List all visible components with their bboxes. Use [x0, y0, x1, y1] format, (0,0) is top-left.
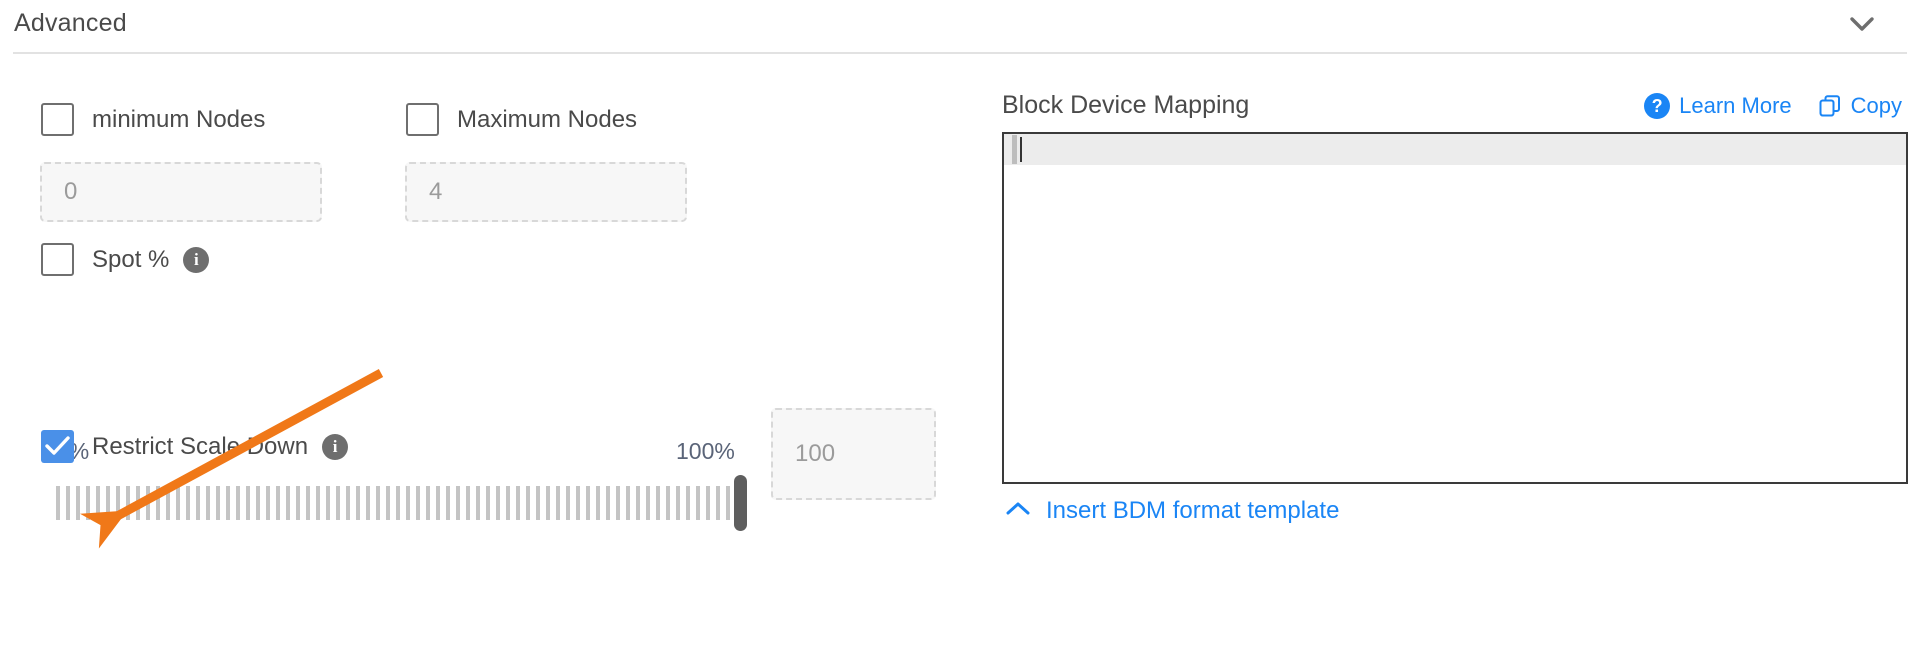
minimum-nodes-label: minimum Nodes: [92, 105, 266, 133]
spot-percent-slider-thumb[interactable]: [734, 475, 747, 531]
minimum-nodes-row: minimum Nodes: [41, 103, 265, 136]
spot-percent-label: Spot %: [92, 245, 170, 273]
chevron-up-icon: [1004, 497, 1032, 525]
minimum-nodes-input-value: 0: [64, 178, 78, 205]
advanced-section-header[interactable]: Advanced: [0, 0, 1920, 54]
maximum-nodes-checkbox[interactable]: [406, 103, 439, 136]
block-device-mapping-panel: Block Device Mapping ? Learn More Copy: [990, 53, 1920, 656]
slider-max-label: 100%: [676, 438, 735, 464]
editor-active-line: [1004, 134, 1906, 165]
insert-bdm-template-label: Insert BDM format template: [1046, 497, 1340, 524]
spot-percent-slider-track[interactable]: [56, 486, 743, 520]
advanced-options-column: minimum Nodes 0 Maximum Nodes 4 Spot % i…: [0, 53, 960, 656]
chevron-down-icon[interactable]: [1842, 8, 1882, 40]
learn-more-link[interactable]: ? Learn More: [1644, 93, 1792, 119]
block-device-mapping-editor[interactable]: [1002, 132, 1908, 484]
restrict-scale-down-checkbox[interactable]: [41, 430, 74, 463]
editor-gutter-marker: [1012, 135, 1017, 164]
learn-more-label: Learn More: [1679, 93, 1792, 118]
insert-bdm-template-link[interactable]: Insert BDM format template: [1004, 497, 1339, 525]
spot-percent-value: 100: [795, 440, 836, 467]
page-title: Advanced: [14, 9, 127, 37]
help-circle-icon: ?: [1644, 93, 1671, 119]
header-divider: [13, 52, 1907, 54]
copy-button[interactable]: Copy: [1818, 93, 1902, 119]
info-icon[interactable]: i: [322, 433, 349, 460]
spot-percent-row: Spot % i: [41, 243, 210, 276]
restrict-scale-down-label: Restrict Scale Down: [92, 432, 309, 460]
panel-actions: ? Learn More Copy: [1644, 93, 1902, 119]
copy-icon: [1818, 94, 1842, 118]
maximum-nodes-input[interactable]: 4: [405, 162, 687, 222]
maximum-nodes-input-value: 4: [429, 178, 443, 205]
maximum-nodes-row: Maximum Nodes: [406, 103, 637, 136]
editor-caret: [1020, 137, 1022, 162]
minimum-nodes-input[interactable]: 0: [40, 162, 322, 222]
minimum-nodes-checkbox[interactable]: [41, 103, 74, 136]
copy-label: Copy: [1850, 93, 1902, 118]
maximum-nodes-label: Maximum Nodes: [457, 105, 638, 133]
block-device-mapping-title: Block Device Mapping: [1002, 91, 1250, 119]
restrict-scale-down-row: Restrict Scale Down i: [41, 430, 349, 463]
spot-percent-checkbox[interactable]: [41, 243, 74, 276]
info-icon[interactable]: i: [183, 246, 210, 273]
spot-percent-value-input[interactable]: 100: [771, 408, 936, 500]
